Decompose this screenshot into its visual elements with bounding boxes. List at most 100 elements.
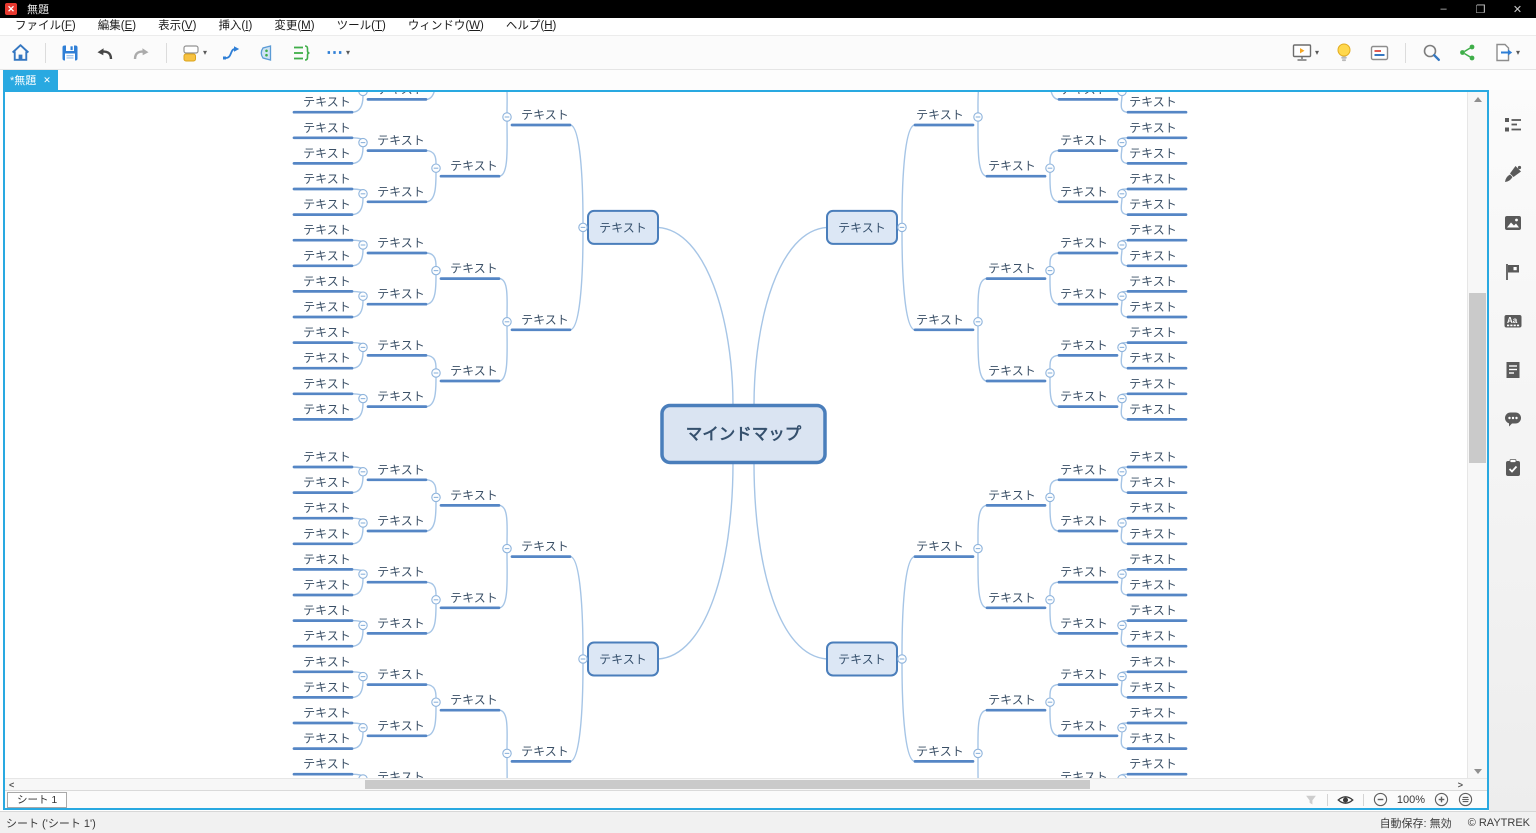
- mindmap-node[interactable]: テキスト: [292, 655, 354, 674]
- mindmap-node[interactable]: テキスト: [292, 450, 354, 469]
- mindmap-node[interactable]: テキスト: [1126, 172, 1188, 191]
- zoom-in-icon[interactable]: [1434, 792, 1449, 807]
- mindmap-node[interactable]: テキスト: [358, 463, 428, 482]
- horizontal-scrollbar[interactable]: < >: [5, 778, 1487, 790]
- menu-item-e[interactable]: 編集(E): [97, 20, 137, 32]
- mindmap-node[interactable]: テキスト: [358, 616, 428, 635]
- mindmap-main-topic[interactable]: テキスト: [826, 209, 898, 245]
- mindmap-node[interactable]: テキスト: [292, 501, 354, 520]
- collapse-icon[interactable]: [1117, 92, 1127, 97]
- mindmap-node[interactable]: テキスト: [985, 364, 1055, 383]
- mindmap-node[interactable]: テキスト: [1059, 770, 1127, 778]
- mindmap-node[interactable]: テキスト: [1126, 300, 1188, 319]
- mindmap-node[interactable]: テキスト: [292, 146, 354, 165]
- mindmap-node[interactable]: テキスト: [913, 108, 983, 127]
- export-button[interactable]: ▾: [1493, 40, 1520, 66]
- mindmap-node[interactable]: テキスト: [1057, 287, 1127, 306]
- collapse-icon[interactable]: [358, 92, 368, 97]
- mindmap-node[interactable]: テキスト: [292, 377, 354, 396]
- mindmap-node[interactable]: テキスト: [431, 488, 501, 507]
- mindmap-node[interactable]: テキスト: [358, 134, 428, 152]
- mindmap-node[interactable]: テキスト: [431, 591, 501, 610]
- mindmap-node[interactable]: テキスト: [292, 351, 354, 370]
- mindmap-node[interactable]: テキスト: [292, 527, 354, 546]
- mindmap-node[interactable]: テキスト: [292, 249, 354, 268]
- mindmap-node[interactable]: テキスト: [985, 159, 1055, 178]
- mindmap-node[interactable]: テキスト: [1126, 121, 1188, 140]
- mindmap-node[interactable]: テキスト: [1126, 402, 1188, 421]
- mindmap-node[interactable]: テキスト: [431, 262, 501, 280]
- mindmap-node[interactable]: テキスト: [502, 744, 572, 763]
- home-button[interactable]: [10, 40, 31, 66]
- mindmap-node[interactable]: テキスト: [1057, 338, 1127, 357]
- mindmap-node[interactable]: テキスト: [1057, 236, 1127, 255]
- save-button[interactable]: [60, 40, 80, 66]
- minimize-button[interactable]: –: [1440, 3, 1447, 15]
- mindmap-node[interactable]: テキスト: [1126, 146, 1188, 165]
- mindmap-node[interactable]: テキスト: [431, 364, 501, 383]
- mindmap-node[interactable]: テキスト: [292, 300, 354, 319]
- mindmap-node[interactable]: テキスト: [292, 402, 354, 421]
- mindmap-node[interactable]: テキスト: [292, 578, 354, 597]
- mindmap-canvas[interactable]: テキストテキストテキストテキストテキストテキストテキストテキストテキストテキスト…: [5, 92, 1467, 778]
- close-button[interactable]: ✕: [1512, 3, 1523, 16]
- vertical-scroll-thumb[interactable]: [1469, 293, 1486, 463]
- mindmap-node[interactable]: テキスト: [985, 262, 1055, 280]
- marker-panel-button[interactable]: [1490, 247, 1536, 296]
- mindmap-node[interactable]: テキスト: [985, 591, 1055, 610]
- mindmap-node[interactable]: テキスト: [1126, 274, 1188, 293]
- mindmap-node[interactable]: テキスト: [913, 540, 983, 558]
- mindmap-main-topic[interactable]: テキスト: [587, 641, 659, 677]
- outline-panel-button[interactable]: [1490, 100, 1536, 149]
- mindmap-node[interactable]: テキスト: [292, 757, 354, 776]
- mindmap-node[interactable]: テキスト: [1126, 732, 1188, 750]
- mindmap-node[interactable]: テキスト: [1126, 604, 1188, 622]
- mindmap-node[interactable]: テキスト: [985, 693, 1055, 712]
- mindmap-node[interactable]: テキスト: [292, 198, 354, 216]
- mindmap-node[interactable]: テキスト: [1126, 198, 1188, 216]
- mindmap-node[interactable]: テキスト: [1057, 514, 1127, 533]
- mindmap-node[interactable]: テキスト: [358, 185, 428, 204]
- mindmap-node[interactable]: テキスト: [913, 313, 983, 332]
- mindmap-node[interactable]: テキスト: [358, 719, 428, 738]
- mindmap-node[interactable]: テキスト: [1126, 501, 1188, 520]
- restore-button[interactable]: ❐: [1475, 3, 1486, 16]
- mindmap-node[interactable]: テキスト: [1126, 351, 1188, 370]
- mindmap-node[interactable]: テキスト: [292, 172, 354, 191]
- collapse-icon[interactable]: [358, 774, 368, 778]
- mindmap-node[interactable]: テキスト: [292, 326, 354, 344]
- image-panel-button[interactable]: [1490, 198, 1536, 247]
- mindmap-node[interactable]: テキスト: [431, 693, 501, 712]
- menu-item-h[interactable]: ヘルプ(H): [505, 20, 557, 32]
- mindmap-main-topic[interactable]: テキスト: [826, 641, 898, 677]
- mindmap-node[interactable]: テキスト: [1126, 629, 1188, 648]
- mindmap-node[interactable]: テキスト: [1126, 326, 1188, 344]
- document-tab[interactable]: *無題 ✕: [3, 70, 58, 90]
- mindmap-node[interactable]: テキスト: [1126, 476, 1188, 494]
- scroll-down-arrow[interactable]: [1468, 764, 1487, 778]
- menu-item-w[interactable]: ウィンドウ(W): [407, 20, 484, 32]
- mindmap-node[interactable]: テキスト: [502, 540, 572, 558]
- mindmap-main-topic[interactable]: テキスト: [587, 209, 659, 245]
- filter-icon[interactable]: [1304, 793, 1318, 807]
- mindmap-node[interactable]: テキスト: [292, 95, 354, 114]
- mindmap-node[interactable]: テキスト: [358, 514, 428, 533]
- menu-item-m[interactable]: 変更(M): [274, 20, 315, 32]
- zoom-fit-icon[interactable]: [1458, 792, 1473, 807]
- mindmap-root-topic[interactable]: マインドマップ: [660, 403, 827, 465]
- mindmap-node[interactable]: テキスト: [358, 338, 428, 357]
- mindmap-node[interactable]: テキスト: [1126, 655, 1188, 674]
- mindmap-node[interactable]: テキスト: [1126, 552, 1188, 571]
- mindmap-node[interactable]: テキスト: [1057, 134, 1127, 152]
- mindmap-node[interactable]: テキスト: [292, 223, 354, 242]
- presentation-button[interactable]: ▾: [1291, 40, 1319, 66]
- insert-topic-button[interactable]: ▾: [181, 40, 207, 66]
- search-button[interactable]: [1421, 40, 1442, 66]
- zen-mode-button[interactable]: [1369, 40, 1390, 66]
- mindmap-node[interactable]: テキスト: [358, 92, 428, 101]
- mindmap-node[interactable]: テキスト: [358, 565, 428, 584]
- mindmap-node[interactable]: テキスト: [502, 313, 572, 332]
- mindmap-node[interactable]: テキスト: [292, 680, 354, 699]
- mindmap-node[interactable]: テキスト: [985, 488, 1055, 507]
- mindmap-node[interactable]: テキスト: [292, 629, 354, 648]
